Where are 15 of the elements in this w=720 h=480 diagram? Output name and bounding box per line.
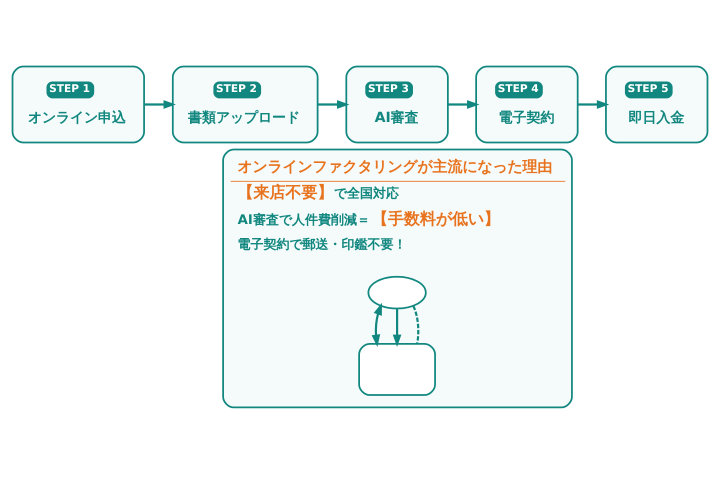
node-box: STEP 1 オンライン申込: [12, 65, 145, 143]
arrow: [578, 100, 610, 108]
arrow: [392, 308, 402, 346]
arrow: [448, 100, 480, 108]
node-box: STEP 2 書類アップロード: [172, 65, 318, 143]
arrow: [372, 302, 382, 346]
arrow: [318, 100, 350, 108]
arrow: [144, 100, 176, 108]
node-box: STEP 4 電子契約: [475, 65, 579, 143]
node-cloud: [368, 275, 427, 309]
node-box: STEP 3 AI審査: [345, 65, 449, 143]
cluster: オンラインファクタリングが主流になった理由 【来店不要】で全国対応 AI審査で人件費削減＝【手数料が低い】 電子契約で郵送・印鑑不要！: [222, 148, 573, 408]
connector: [412, 304, 420, 344]
node-box: STEP 5 即日入金: [605, 65, 708, 143]
node-box: [358, 342, 436, 396]
